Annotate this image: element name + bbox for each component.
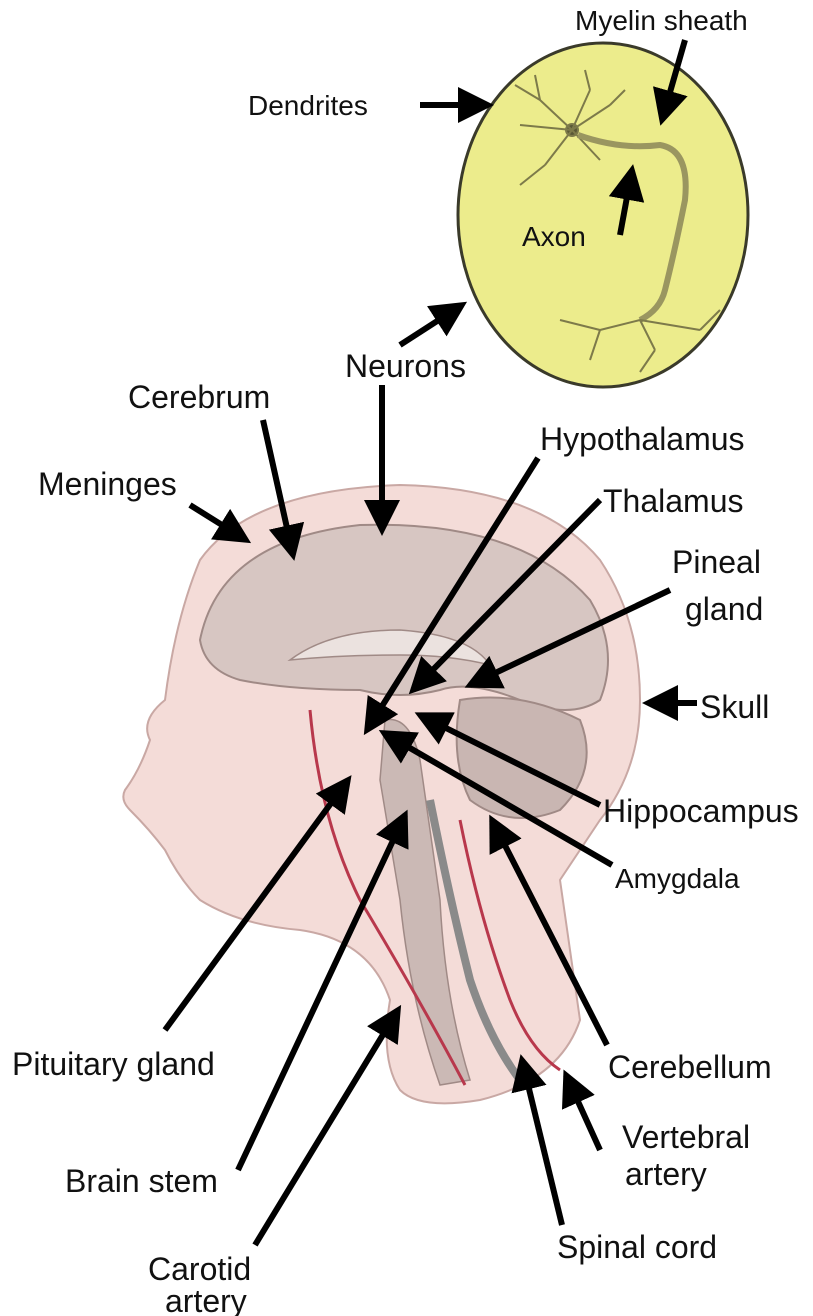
label-myelin-sheath: Myelin sheath: [575, 5, 748, 36]
neuron-inset-circle: [458, 43, 748, 387]
head-illustration: [123, 485, 640, 1103]
arrow-carotid-artery: [255, 1010, 398, 1245]
label-vertebral-line1: Vertebral: [622, 1119, 750, 1155]
label-skull: Skull: [700, 689, 769, 725]
label-carotid-line1: Carotid: [148, 1251, 251, 1287]
arrow-vertebral-artery: [566, 1075, 600, 1150]
label-meninges: Meninges: [38, 466, 177, 502]
neuron-inset: [458, 43, 748, 387]
arrow-spinal-cord: [522, 1060, 562, 1225]
label-hypothalamus: Hypothalamus: [540, 421, 745, 457]
label-pituitary-gland: Pituitary gland: [12, 1046, 215, 1082]
label-cerebellum: Cerebellum: [608, 1049, 772, 1085]
cerebellum-shape: [457, 698, 587, 819]
label-cerebrum: Cerebrum: [128, 379, 270, 415]
arrow-neurons-inset: [400, 305, 462, 345]
label-neurons: Neurons: [345, 348, 466, 384]
label-brain-stem: Brain stem: [65, 1163, 218, 1199]
label-carotid-line2: artery: [165, 1283, 247, 1316]
label-spinal-cord: Spinal cord: [557, 1229, 717, 1265]
label-pineal-line1: Pineal: [672, 544, 761, 580]
arrow-meninges: [190, 505, 246, 540]
label-vertebral-line2: artery: [625, 1156, 707, 1192]
label-axon: Axon: [522, 221, 586, 252]
label-thalamus: Thalamus: [603, 483, 744, 519]
label-dendrites: Dendrites: [248, 90, 368, 121]
label-hippocampus: Hippocampus: [603, 793, 799, 829]
label-pineal-line2: gland: [685, 591, 763, 627]
label-amygdala: Amygdala: [615, 863, 740, 894]
